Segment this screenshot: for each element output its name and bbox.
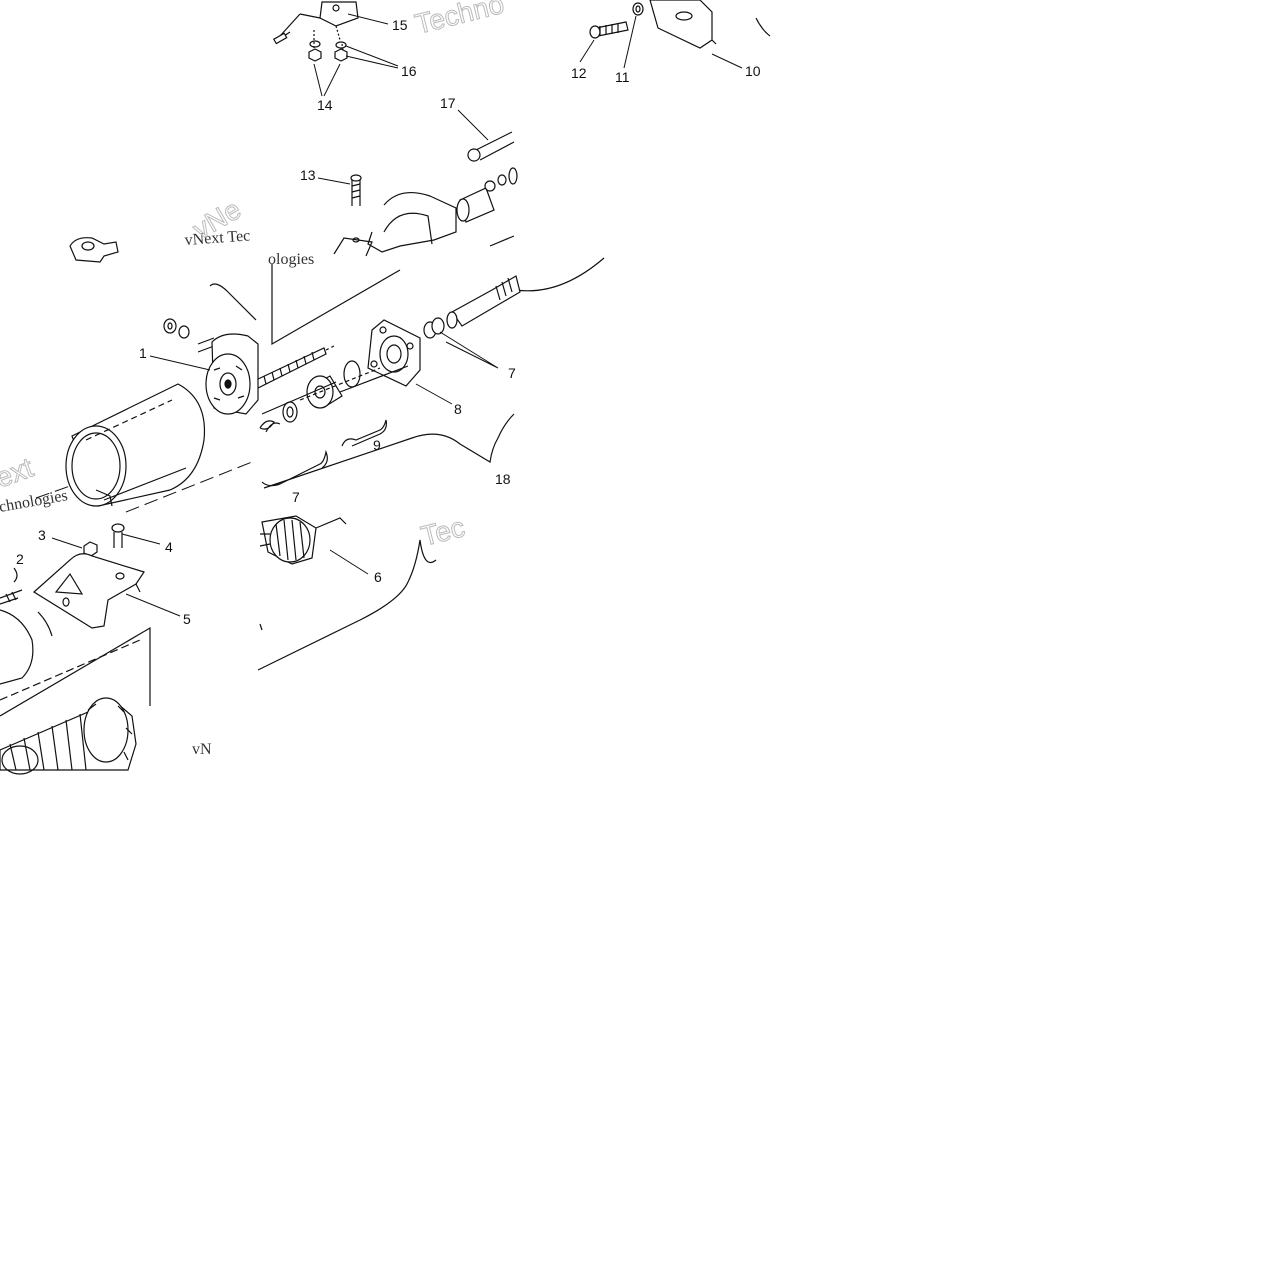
- mounting-bracket-top: [589, 0, 771, 49]
- starter-motor-lower: [0, 567, 151, 775]
- watermark-chnologies: chnologies: [0, 487, 69, 516]
- watermark-ologies: ologies: [268, 251, 314, 268]
- label-17: 17: [440, 95, 456, 111]
- label-10: 10: [745, 63, 761, 79]
- pinion-shaft: [423, 275, 521, 339]
- through-bolt: [467, 131, 515, 162]
- label-6: 6: [374, 569, 382, 585]
- label-8: 8: [454, 401, 462, 417]
- mounting-bracket-bottom: [33, 523, 145, 629]
- field-housing: [65, 383, 206, 507]
- leader-lines: [51, 13, 743, 617]
- label-15: 15: [392, 17, 408, 33]
- label-9: 9: [373, 437, 381, 453]
- label-2: 2: [16, 551, 24, 567]
- drive-end-flange: [343, 319, 421, 388]
- armature: [257, 515, 437, 671]
- watermark-tec: Tec: [418, 511, 468, 552]
- watermark-vn: vN: [192, 741, 212, 758]
- centreline: [35, 461, 253, 513]
- end-frame-assembly: [333, 167, 518, 257]
- small-clip: [69, 237, 119, 263]
- watermark-vnext: vNext Tec: [184, 227, 251, 249]
- label-16: 16: [401, 63, 417, 79]
- label-7-right: 7: [508, 365, 516, 381]
- label-4: 4: [165, 539, 173, 555]
- commutator-end-housing: [163, 318, 259, 415]
- solenoid-assembly: [272, 1, 359, 62]
- label-7-left: 7: [292, 489, 300, 505]
- label-12: 12: [571, 65, 587, 81]
- housing-bracket-lines: [209, 257, 605, 346]
- label-1: 1: [139, 345, 147, 361]
- braces: [261, 365, 515, 489]
- watermark-techno-top: Techno: [412, 0, 507, 40]
- threaded-shaft: [255, 345, 335, 389]
- label-11: 11: [615, 69, 630, 85]
- label-13: 13: [300, 167, 316, 183]
- label-18: 18: [495, 471, 511, 487]
- label-14: 14: [317, 97, 333, 113]
- part-labels: 15 16 14 12 11 10 17 13 1 7 8 9 18 7 3 4…: [16, 17, 761, 627]
- label-5: 5: [183, 611, 191, 627]
- watermark-ext: ext: [0, 452, 37, 494]
- label-3: 3: [38, 527, 46, 543]
